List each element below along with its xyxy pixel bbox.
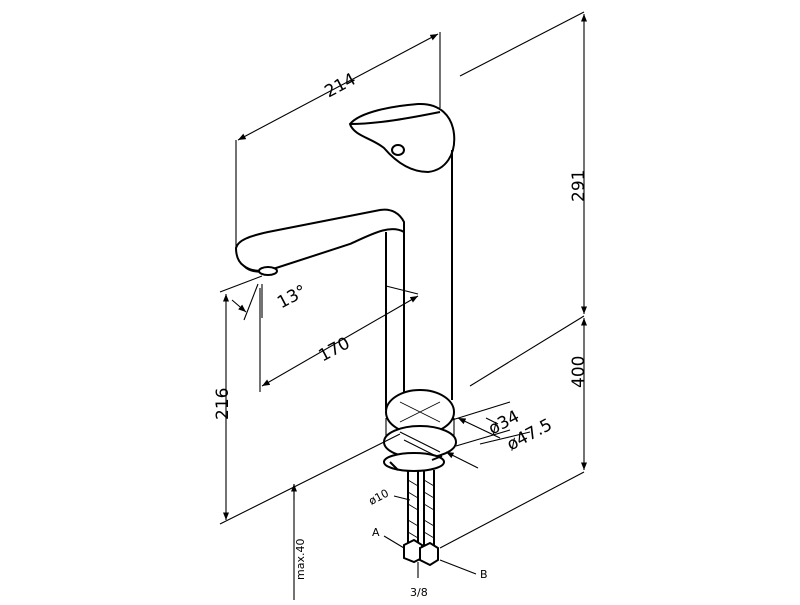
nut-b	[419, 541, 439, 567]
fixing-bolts	[389, 455, 443, 471]
callout-b: B	[480, 568, 488, 581]
ext-170	[259, 285, 419, 392]
lever-handle	[348, 102, 456, 174]
angle-arrow	[231, 299, 247, 313]
label-base-height: 400	[569, 356, 589, 388]
thread-lines	[399, 431, 441, 457]
hose-left	[407, 470, 419, 555]
leader-b	[439, 559, 477, 575]
lever-pivot	[391, 144, 405, 156]
aerator	[258, 266, 278, 276]
ext-216	[219, 275, 401, 525]
leader-47	[455, 429, 531, 447]
leader-hose-dia	[393, 495, 411, 501]
leader-a	[383, 535, 405, 549]
angle-lines	[243, 283, 263, 321]
leader-34	[451, 401, 511, 425]
fixing-plate	[383, 452, 445, 472]
label-spout-angle: 13°	[274, 281, 310, 313]
label-thread: 3/8	[410, 586, 428, 599]
ext-400	[439, 471, 585, 549]
arrow-34	[457, 417, 501, 439]
spout	[234, 208, 405, 272]
dimline-214	[237, 33, 439, 141]
label-hose-diameter: ø10	[367, 487, 391, 508]
base-cross	[399, 401, 441, 423]
ext-291	[459, 11, 585, 387]
arrow-47	[445, 451, 479, 469]
label-counter-max: max.40	[294, 539, 307, 580]
ext-214	[235, 32, 441, 250]
dimension-lines	[219, 11, 588, 600]
label-height-total: 291	[569, 170, 589, 202]
hose-right	[423, 470, 435, 555]
label-spout-height: 216	[213, 388, 233, 420]
hose-left-braid	[407, 479, 419, 551]
callout-a: A	[372, 526, 380, 539]
label-spout-reach: 170	[315, 333, 353, 366]
mounting-assembly	[383, 389, 457, 578]
faucet-body	[234, 102, 456, 410]
hose-right-braid	[423, 479, 435, 551]
label-width: 214	[321, 69, 359, 102]
dimline-170	[261, 295, 419, 387]
